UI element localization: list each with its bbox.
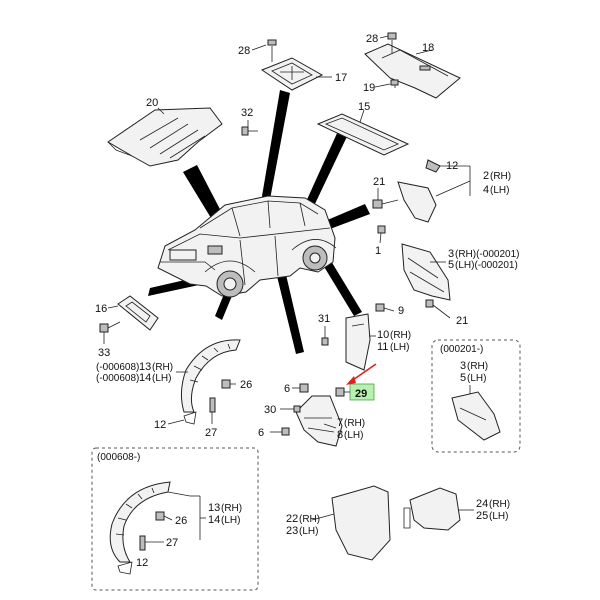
part-24-25-bracket — [403, 487, 474, 531]
callout-7: 7 — [337, 417, 343, 429]
part-17-plate — [260, 39, 332, 91]
callout-2-suffix: (RH) — [490, 171, 511, 182]
callout-17: 17 — [335, 72, 347, 84]
variant-box-000201 — [431, 339, 521, 453]
callout-2: 2 — [483, 170, 489, 182]
callout-8: 8 — [337, 429, 343, 441]
part-13-14-liner — [180, 339, 241, 425]
callout-25-suffix: (LH) — [489, 511, 508, 522]
callout-10: 10 — [377, 329, 389, 341]
callout-11: 11 — [377, 341, 388, 353]
callout-28-top: 28 — [238, 45, 250, 57]
box-000608-title: (000608-) — [97, 452, 140, 463]
callout-12-mid: 12 — [154, 419, 166, 431]
callout-23-suffix: (LH) — [299, 526, 318, 537]
part-10-11-flap — [321, 303, 395, 371]
box-000201-callout-5-suffix: (LH) — [467, 373, 486, 384]
callout-22: 22 — [286, 513, 298, 525]
callout-5: 5 — [448, 259, 454, 271]
callout-28-right: 28 — [366, 33, 378, 45]
callout-33: 33 — [98, 347, 110, 359]
callout-22-suffix: (RH) — [299, 514, 320, 525]
callout-11-suffix: (LH) — [390, 342, 409, 353]
callout-12-top: 12 — [446, 160, 458, 172]
callout-29: 29 — [355, 388, 367, 400]
callout-32: 32 — [241, 107, 253, 119]
red-pointer-arrow — [346, 363, 377, 385]
callout-21-top: 21 — [373, 176, 385, 188]
part-15-seal — [316, 109, 410, 156]
box-000608-callout-12: 12 — [136, 557, 148, 569]
callout-26-upper: 26 — [240, 379, 252, 391]
part-16-bracket — [99, 295, 159, 344]
callout-13-prefix: (-000608) — [96, 362, 139, 373]
box-000608-callout-13-suffix: (RH) — [221, 503, 242, 514]
box-000608-callout-14-suffix: (LH) — [221, 515, 240, 526]
callout-14-prefix: (-000608) — [96, 373, 139, 384]
callout-23: 23 — [286, 525, 298, 537]
box-000608-callout-13: 13 — [208, 502, 220, 514]
box-000608-callout-27: 27 — [166, 537, 178, 549]
box-000608-callout-14: 14 — [208, 514, 220, 526]
callout-14: 14 — [139, 372, 151, 384]
callout-13: 13 — [139, 361, 151, 373]
callout-19: 19 — [363, 82, 375, 94]
callout-27-upper: 27 — [205, 427, 217, 439]
callout-31: 31 — [318, 313, 330, 325]
callout-30: 30 — [264, 404, 276, 416]
variant-box-000608 — [91, 447, 259, 591]
box-000201-title: (000201-) — [440, 344, 483, 355]
part-22-23-flap — [311, 485, 391, 561]
callout-18: 18 — [422, 42, 434, 54]
callout-8-suffix: (LH) — [344, 430, 363, 441]
box-000608-callout-26: 26 — [175, 515, 187, 527]
callout-4: 4 — [483, 184, 489, 196]
callout-7-suffix: (RH) — [344, 418, 365, 429]
callout-10-suffix: (RH) — [390, 330, 411, 341]
part-3-5-guard — [401, 243, 451, 319]
callout-1: 1 — [375, 245, 381, 257]
callout-4-suffix: (LH) — [490, 185, 509, 196]
callout-5-suffix: (LH)(-000201) — [455, 260, 518, 271]
callout-3-suffix: (RH)(-000201) — [455, 249, 519, 260]
callout-20: 20 — [146, 97, 158, 109]
callout-24-suffix: (RH) — [489, 499, 510, 510]
callout-9: 9 — [398, 305, 404, 317]
callout-15: 15 — [358, 101, 370, 113]
callout-21-right: 21 — [456, 315, 468, 327]
box-000201-callout-5: 5 — [460, 372, 466, 384]
callout-25: 25 — [476, 510, 488, 522]
part-20-cover — [107, 107, 223, 167]
callout-6-upper: 6 — [284, 383, 290, 395]
part-32-bolt — [241, 120, 258, 136]
callout-24: 24 — [476, 498, 488, 510]
vehicle-illustration — [157, 195, 337, 298]
part-7-8-guard — [270, 383, 345, 447]
part-18-panel — [364, 32, 461, 99]
part-2-4-bracket — [372, 159, 471, 234]
callout-16: 16 — [95, 303, 107, 315]
callout-6-lower: 6 — [258, 427, 264, 439]
callout-14-suffix: (LH) — [152, 373, 171, 384]
box-000201-callout-3-suffix: (RH) — [467, 361, 488, 372]
callout-3: 3 — [448, 248, 454, 260]
callout-13-suffix: (RH) — [152, 362, 173, 373]
box-000201-callout-3: 3 — [460, 360, 466, 372]
